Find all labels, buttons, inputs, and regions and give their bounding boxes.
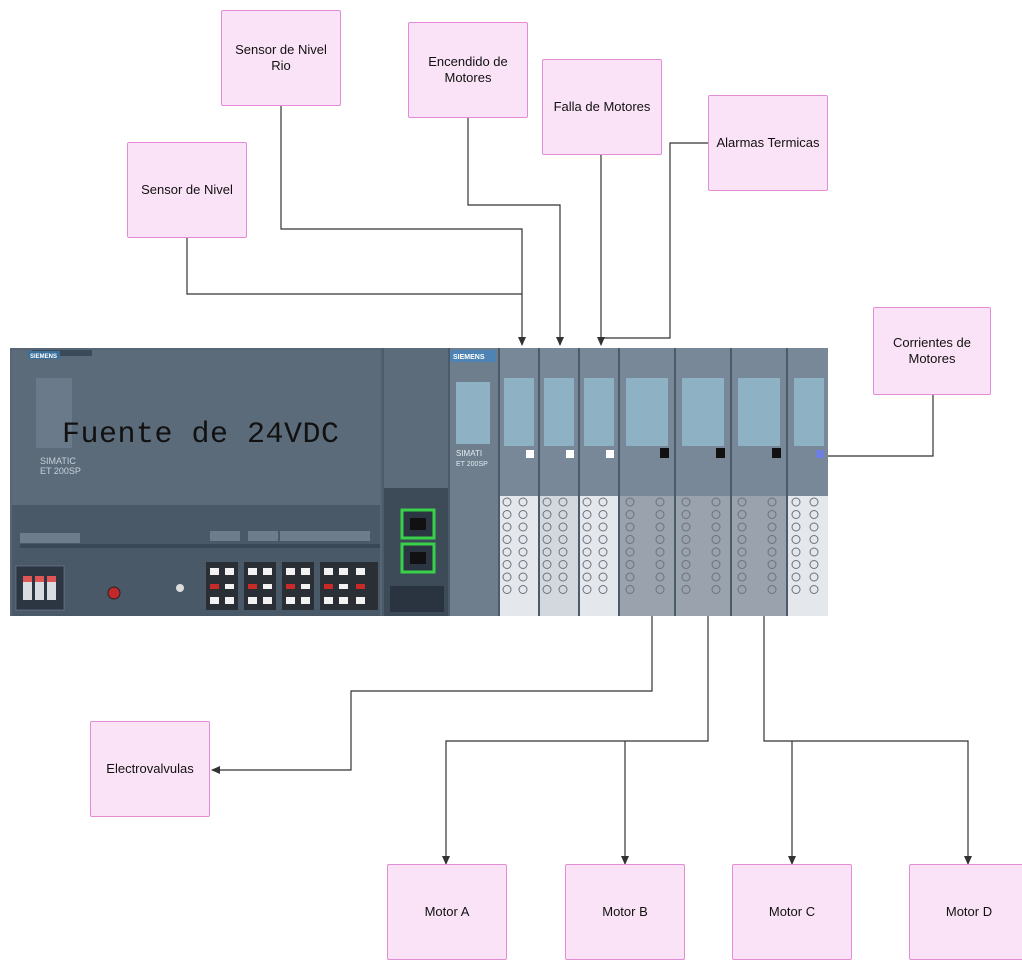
sensor-nivel-text: Sensor de Nivel [141, 181, 233, 197]
io-module-4 [620, 348, 674, 616]
wire-encendido-motores [467, 118, 564, 346]
model-label-3: SIMATI [456, 449, 482, 458]
box-falla-motores: Falla de Motores [542, 59, 662, 155]
encendido-line1: Encendido de [428, 53, 508, 69]
sensor-nivel-rio-line1: Sensor de Nivel [235, 41, 327, 57]
falla-text: Falla de Motores [553, 98, 651, 114]
box-motor-c: Motor C [732, 864, 852, 960]
brand-head: SIEMENS [453, 354, 485, 361]
box-corrientes-motores: Corrientes de Motores [873, 307, 991, 395]
wire-sensor-nivel-rio [280, 106, 523, 294]
box-motor-b: Motor B [565, 864, 685, 960]
motor-a-text: Motor A [424, 903, 470, 919]
brand-cpu: SIEMENS [30, 354, 57, 360]
wire-sensor-nivel [186, 238, 526, 346]
wire-electrovalvulas [211, 616, 653, 774]
motor-b-text: Motor B [602, 903, 648, 919]
io-module-7 [788, 348, 828, 616]
box-sensor-nivel-rio: Sensor de Nivel Rio [221, 10, 341, 106]
box-electrovalvulas: Electrovalvulas [90, 721, 210, 817]
model-label-1: SIMATIC [40, 456, 76, 466]
electrovalvulas-text: Electrovalvulas [106, 760, 194, 776]
io-modules [500, 348, 828, 616]
cpu-terminal-blocks [206, 562, 378, 610]
box-motor-a: Motor A [387, 864, 507, 960]
power-button [107, 586, 121, 600]
box-encendido-motores: Encendido de Motores [408, 22, 528, 118]
box-alarmas-termicas: Alarmas Termicas [708, 95, 828, 191]
reset-icon [176, 584, 184, 592]
box-sensor-nivel: Sensor de Nivel [127, 142, 247, 238]
wire-corrientes-motores [818, 395, 934, 457]
corrientes-line1: Corrientes de [892, 334, 972, 350]
motor-d-text: Motor D [945, 903, 993, 919]
power-supply-label: Fuente de 24VDC [62, 418, 340, 452]
wire-motores-cd [763, 616, 972, 865]
model-label-2: ET 200SP [40, 466, 81, 476]
box-motor-d: Motor D [909, 864, 1022, 960]
wire-motores-ab [442, 616, 709, 865]
io-module-5 [676, 348, 730, 616]
model-label-4: ET 200SP [456, 461, 488, 468]
alarmas-text: Alarmas Termicas [716, 134, 820, 150]
encendido-line2: Motores [444, 70, 492, 85]
motor-c-text: Motor C [768, 903, 816, 919]
corrientes-line2: Motores [908, 351, 956, 366]
wire-alarmas-termicas [601, 142, 708, 339]
terminal-circles [502, 497, 819, 594]
sensor-nivel-rio-line2: Rio [271, 58, 291, 73]
io-module-6 [732, 348, 786, 616]
plc-et200sp-illustration: SIEMENS SIMATIC ET 200SP SIEMENS SIMATI … [10, 348, 828, 616]
